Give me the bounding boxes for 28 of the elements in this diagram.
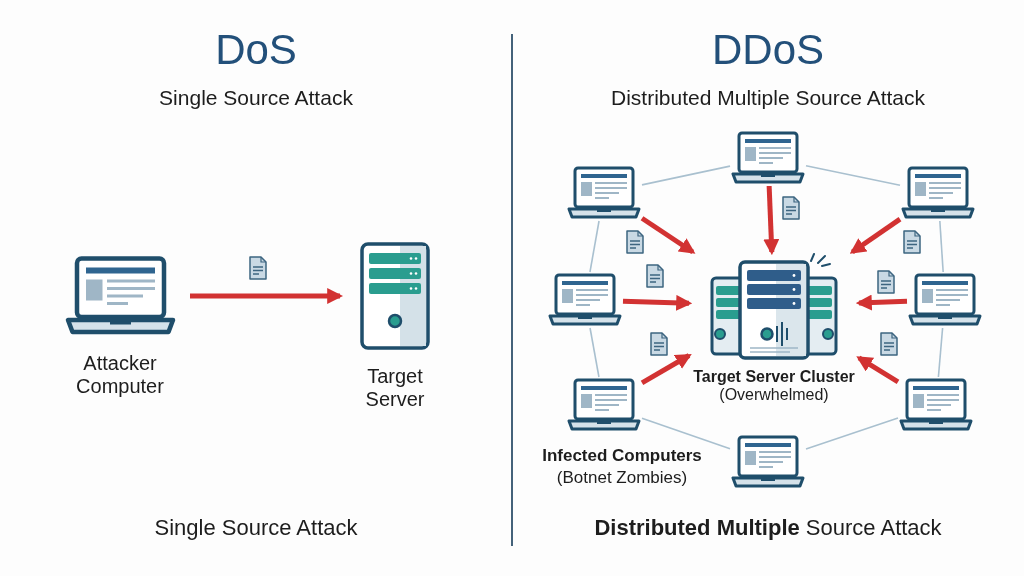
node-label: Attacker Computer	[75, 352, 165, 398]
group-caption: (Botnet Zombies)	[556, 468, 688, 488]
footer-caption: Single Source Attack	[154, 515, 358, 541]
arrow	[855, 294, 908, 311]
connector-line	[937, 327, 944, 378]
arrow	[849, 217, 902, 255]
panel-heading: DDoS	[712, 26, 824, 75]
node-label: Target Server Cluster	[693, 368, 855, 387]
connector-line	[641, 417, 731, 450]
panel-subtitle: Distributed Multiple Source Attack	[611, 86, 925, 111]
arrow	[856, 355, 900, 384]
connector-line	[939, 220, 944, 273]
arrow	[640, 216, 696, 255]
arrow	[190, 288, 344, 304]
panel-heading: DoS	[215, 26, 297, 75]
footer-caption: Distributed Multiple Source Attack	[594, 515, 942, 541]
arrow	[763, 185, 780, 256]
arrow	[622, 294, 693, 311]
node-label: (Overwhelmed)	[719, 386, 829, 405]
connector-line	[589, 220, 600, 273]
connector-line	[805, 417, 899, 450]
connector-line	[641, 165, 731, 186]
panel-subtitle: Single Source Attack	[159, 86, 353, 111]
arrow	[640, 353, 692, 386]
connector-line	[805, 165, 901, 186]
connector-line	[589, 327, 600, 378]
node-label: Target Server	[364, 365, 426, 411]
group-caption: Infected Computers	[542, 446, 702, 466]
